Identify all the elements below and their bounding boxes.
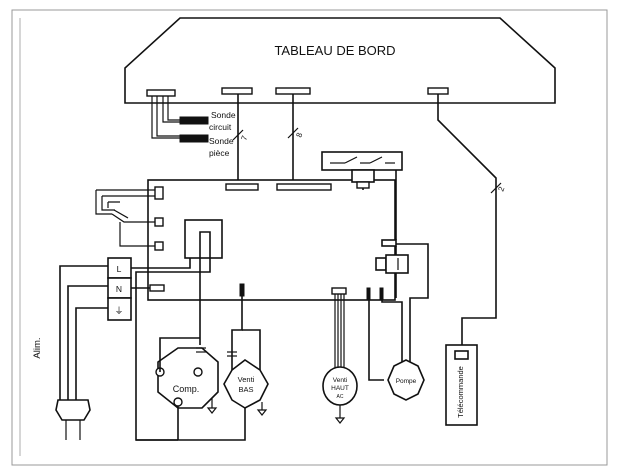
dashboard-connector-1 [146,89,176,97]
terminal-neutral-label: N [116,284,122,294]
board-connector-2 [276,183,332,191]
remote-link-mark: 2 [496,185,506,193]
fan-low-label-2: BAS [238,385,253,394]
fan-low-motor: Venti BAS [136,283,269,441]
remote-label: Télécommande [456,366,465,418]
relay-block [321,151,403,189]
sensor-room-label-1: Sonde [209,136,234,146]
terminal-line-label: L [117,264,122,274]
dashboard-connector-2 [221,87,253,95]
fan-low-label-1: Venti [238,375,255,384]
harness-b: 8 [287,94,305,184]
sensor-room-label-2: pièce [209,148,230,158]
power-terminal-block: L N ⏚ [107,257,191,321]
pump-label: Pompe [396,378,417,385]
power-plug [55,399,91,421]
harness-a: 7 [232,94,250,184]
dashboard-panel: TABLEAU DE BORD [124,17,556,104]
dashboard-connector-3 [275,87,311,95]
fan-high-label-3: AC [337,394,344,400]
sensor-room-probe [179,134,209,143]
diagram-frame [11,9,608,466]
harness-b-mark: 8 [294,131,304,139]
fan-high-label-2: HAUT [331,385,349,392]
compressor: Comp. [155,337,219,440]
harness-a-mark: 7 [239,134,249,142]
sensor-circuit-label-1: Sonde [211,110,236,120]
supply-label: Alim. [32,337,43,358]
dashboard-title: TABLEAU DE BORD [274,43,395,58]
sensor-circuit-probe [179,116,209,125]
left-connector-cluster [95,186,164,251]
supply-cable: Alim. [32,265,108,440]
board-connector-1 [225,183,259,191]
compressor-capacitor [196,347,206,353]
sensor-wiring: Sonde circuit Sonde pièce [151,96,236,158]
dashboard-connector-4 [427,87,449,95]
sensor-circuit-label-2: circuit [209,122,232,132]
remote-control: 2 Télécommande [437,94,507,426]
terminal-earth-label: ⏚ [114,306,123,316]
fan-high-motor: Venti HAUT AC [322,287,358,424]
compressor-label: Comp. [173,384,200,394]
fan-high-label-1: Venti [333,377,347,384]
pump: Pompe [366,239,429,401]
